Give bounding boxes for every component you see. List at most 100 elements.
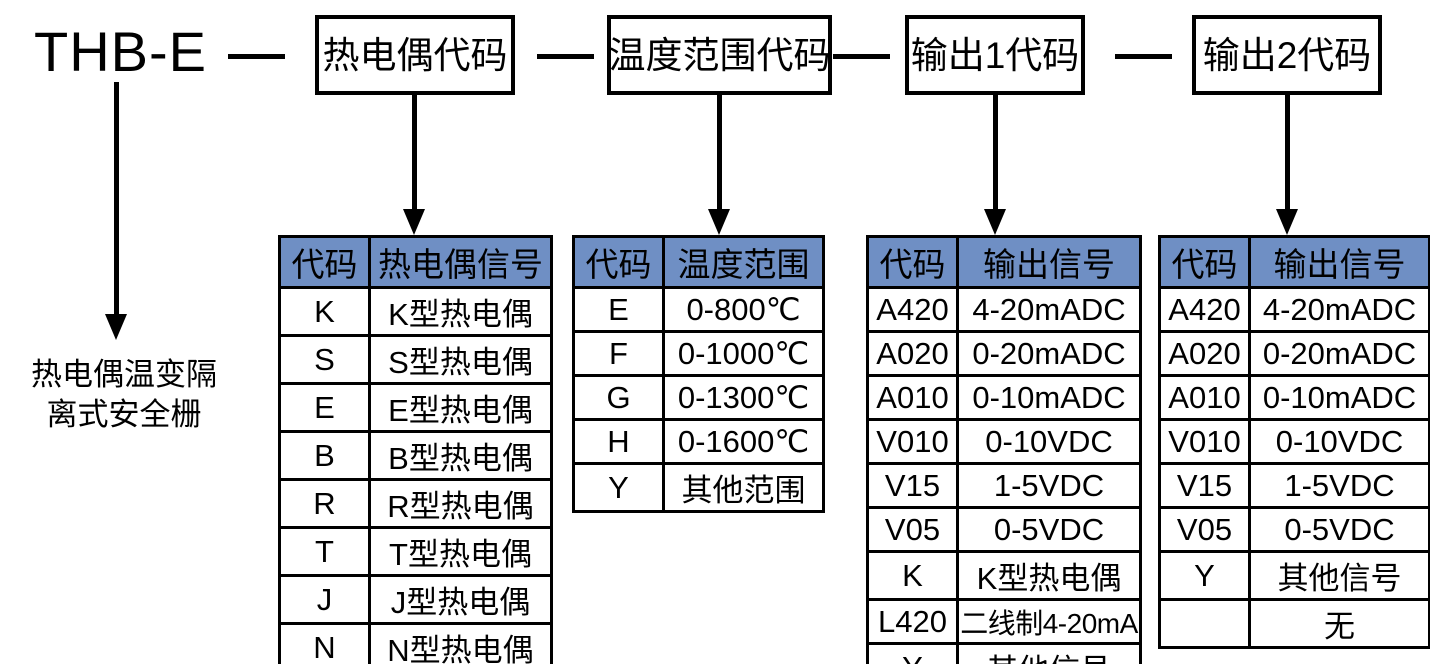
cell-code: S <box>278 334 371 385</box>
cell-code: A420 <box>1158 286 1251 333</box>
column-header-output-signal: 输出信号 <box>956 235 1142 289</box>
separator-dash-3 <box>833 54 890 59</box>
cell-value: 其他范围 <box>662 462 825 513</box>
cell-code: K <box>866 550 959 601</box>
cell-code: A010 <box>1158 374 1251 421</box>
cell-value: 0-5VDC <box>956 506 1142 553</box>
cell-value: 0-800℃ <box>662 286 825 333</box>
code-box-output1: 输出1代码 <box>905 15 1085 95</box>
cell-code: H <box>572 418 665 465</box>
cell-code: Y <box>866 642 959 664</box>
cell-code: T <box>278 526 371 577</box>
column-header-code: 代码 <box>866 235 959 289</box>
cell-value: 其他信号 <box>956 642 1142 664</box>
cell-value: 二线制4-20mA <box>956 598 1142 645</box>
table-header-row: 代码 输出信号 <box>1158 235 1430 289</box>
cell-value: K型热电偶 <box>368 286 553 337</box>
cell-value: 其他信号 <box>1248 550 1430 601</box>
cell-code: G <box>572 374 665 421</box>
column-header-range: 温度范围 <box>662 235 825 289</box>
cell-code: F <box>572 330 665 377</box>
cell-code: J <box>278 574 371 625</box>
cell-code: E <box>278 382 371 433</box>
separator-dash-2 <box>537 54 594 59</box>
cell-code: V010 <box>866 418 959 465</box>
column-header-code: 代码 <box>278 235 371 289</box>
code-box-output1-label: 输出1代码 <box>910 34 1080 76</box>
cell-value: R型热电偶 <box>368 478 553 529</box>
separator-dash-1 <box>228 54 285 59</box>
cell-code: A420 <box>866 286 959 333</box>
cell-value: 0-1300℃ <box>662 374 825 421</box>
cell-value: 0-10mADC <box>1248 374 1430 421</box>
table-header-row: 代码 温度范围 <box>572 235 825 289</box>
cell-code: V15 <box>1158 462 1251 509</box>
code-box-thermocouple: 热电偶代码 <box>315 15 515 95</box>
code-box-output2: 输出2代码 <box>1192 15 1382 95</box>
cell-code: N <box>278 622 371 664</box>
code-box-temperature-range-label: 温度范围代码 <box>608 34 831 76</box>
cell-value: 0-1000℃ <box>662 330 825 377</box>
cell-code: V010 <box>1158 418 1251 465</box>
cell-value: 无 <box>1248 598 1430 649</box>
cell-value: T型热电偶 <box>368 526 553 577</box>
cell-code: E <box>572 286 665 333</box>
cell-code: A020 <box>1158 330 1251 377</box>
column-header-code: 代码 <box>1158 235 1251 289</box>
cell-code: R <box>278 478 371 529</box>
cell-code: V05 <box>1158 506 1251 553</box>
column-header-code: 代码 <box>572 235 665 289</box>
cell-value: S型热电偶 <box>368 334 553 385</box>
product-caption: 热电偶温变隔 离式安全栅 <box>8 355 240 436</box>
cell-value: K型热电偶 <box>956 550 1142 601</box>
cell-value: E型热电偶 <box>368 382 553 433</box>
product-caption-line2: 离式安全栅 <box>46 397 202 433</box>
cell-value: 0-20mADC <box>1248 330 1430 377</box>
code-box-thermocouple-label: 热电偶代码 <box>322 34 508 76</box>
cell-code: V05 <box>866 506 959 553</box>
cell-value: B型热电偶 <box>368 430 553 481</box>
cell-code <box>1158 598 1251 649</box>
cell-value: 0-20mADC <box>956 330 1142 377</box>
product-caption-line1: 热电偶温变隔 <box>31 357 217 392</box>
cell-code: Y <box>1158 550 1251 601</box>
cell-value: 0-5VDC <box>1248 506 1430 553</box>
cell-value: J型热电偶 <box>368 574 553 625</box>
cell-code: A010 <box>866 374 959 421</box>
cell-value: 4-20mADC <box>1248 286 1430 333</box>
cell-value: 4-20mADC <box>956 286 1142 333</box>
cell-code: L420 <box>866 598 959 645</box>
cell-code: Y <box>572 462 665 513</box>
